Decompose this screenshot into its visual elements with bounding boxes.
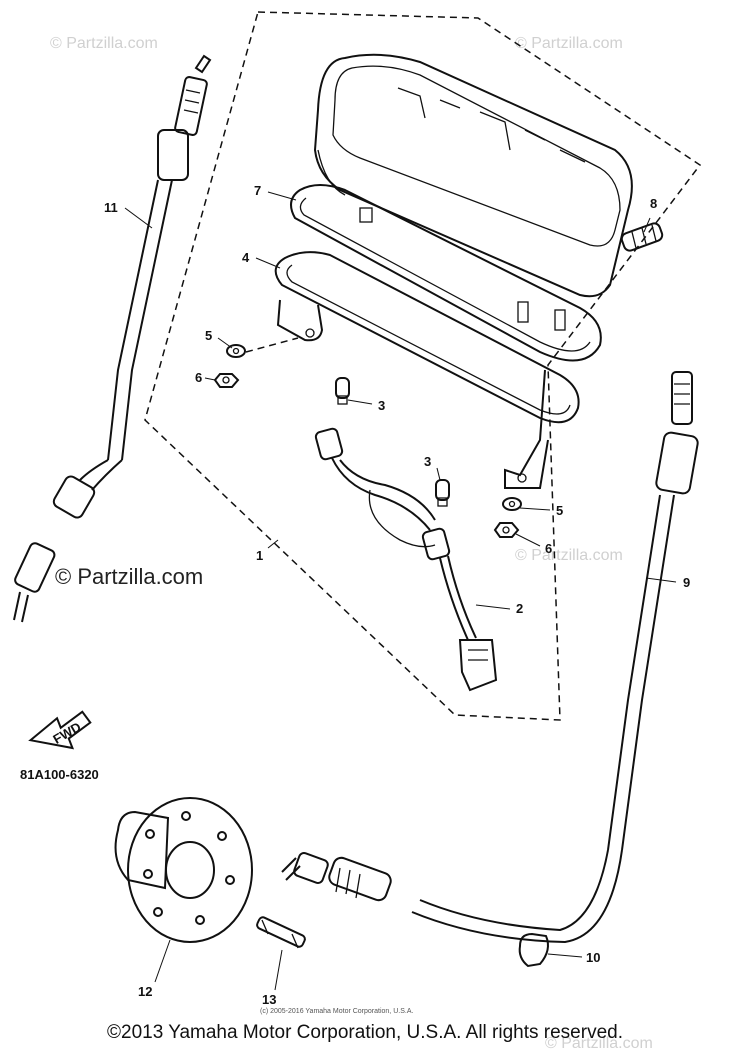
- meter-housing: [313, 53, 633, 331]
- wire-harness: [314, 427, 498, 692]
- callout-10: 10: [586, 950, 600, 965]
- watermark-middle-left: © Partzilla.com: [55, 564, 203, 589]
- trip-knob: [620, 222, 664, 252]
- bulb-upper: [335, 377, 350, 405]
- drive-gear-flange: [114, 797, 253, 943]
- callout-2: 2: [516, 601, 523, 616]
- callout-6-left: 6: [195, 370, 202, 385]
- callout-5-right: 5: [556, 503, 563, 518]
- speedometer-cable-left: [13, 54, 212, 623]
- meter-bracket: [274, 251, 580, 489]
- watermark-bottom-right: © Partzilla.com: [545, 1035, 653, 1052]
- callout-7: 7: [254, 183, 261, 198]
- forward-arrow: FWD: [28, 710, 92, 750]
- callout-13: 13: [262, 992, 276, 1007]
- assembly-outline: [144, 11, 702, 721]
- svg-text:FWD: FWD: [50, 719, 83, 747]
- drive-pin: [256, 916, 306, 949]
- small-copyright: (c) 2005-2016 Yamaha Motor Corporation, …: [260, 1008, 413, 1015]
- gasket: [290, 184, 602, 362]
- bulb-lower: [435, 479, 450, 507]
- watermark-middle-right: © Partzilla.com: [515, 547, 623, 564]
- callout-1: 1: [256, 548, 263, 563]
- callout-6-right: 6: [545, 541, 552, 556]
- cable-clamp: [518, 932, 549, 968]
- footer-copyright: ©2013 Yamaha Motor Corporation, U.S.A. A…: [107, 1022, 623, 1043]
- callout-8: 8: [650, 196, 657, 211]
- callout-12: 12: [138, 984, 152, 999]
- watermark-top-right: © Partzilla.com: [515, 35, 623, 52]
- washer-nut-left: [213, 344, 246, 388]
- callout-9: 9: [683, 575, 690, 590]
- callout-3-upper: 3: [378, 398, 385, 413]
- callout-3-lower: 3: [424, 454, 431, 469]
- callout-11: 11: [104, 200, 118, 215]
- watermark-top-left: © Partzilla.com: [50, 35, 158, 52]
- washer-nut-right: [493, 497, 522, 538]
- callout-4: 4: [242, 250, 250, 265]
- speedometer-cable-right: [281, 371, 699, 944]
- diagram-code: 81A100-6320: [20, 767, 99, 782]
- callout-5-left: 5: [205, 328, 212, 343]
